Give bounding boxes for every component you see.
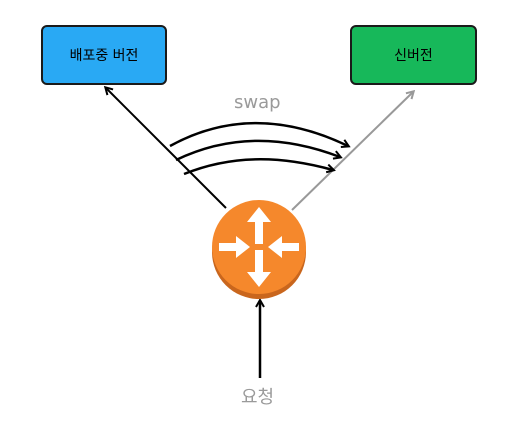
swap-arrow-2 [175,139,340,162]
inactive-route-arrow [291,92,413,211]
swap-arrow-3 [183,158,333,176]
new-version-label: 신버전 [394,48,433,64]
request-label: 요청 [241,387,275,408]
router-icon [212,200,306,299]
old-version-node: 배포중 버전 [41,25,167,85]
swap-arrow-1 [169,121,348,146]
active-route-arrow [106,88,227,209]
swap-label: swap [234,92,281,113]
new-version-node: 신버전 [350,25,477,85]
old-version-label: 배포중 버전 [69,48,139,64]
